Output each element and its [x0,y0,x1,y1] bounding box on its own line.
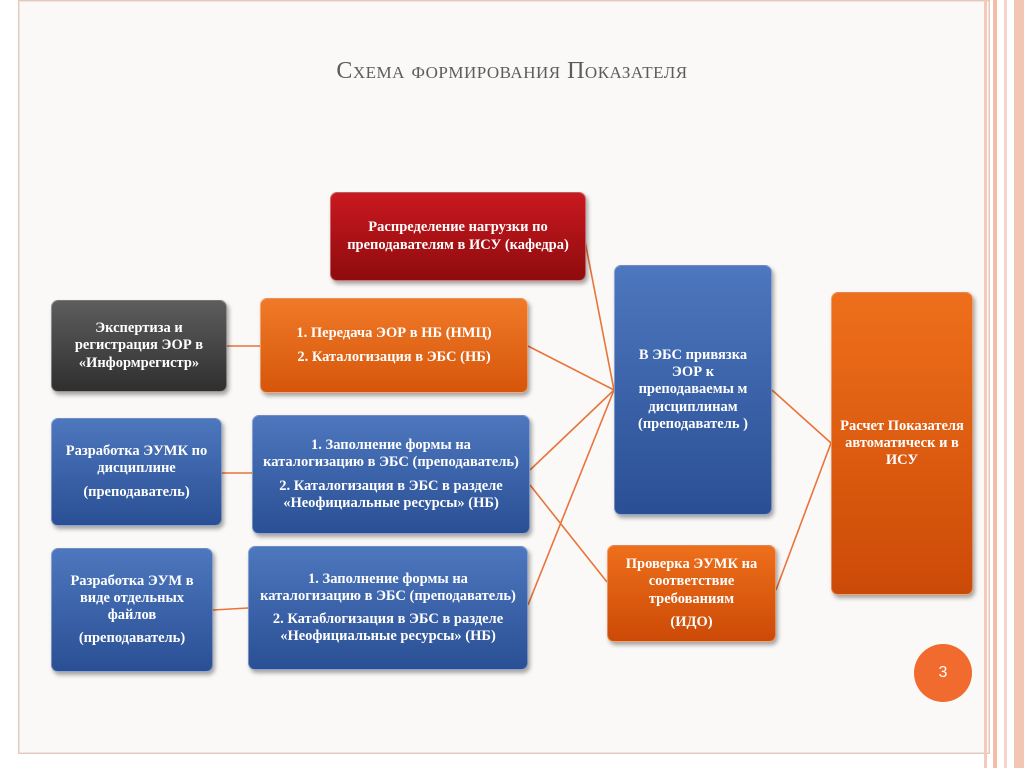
box-raspredelenie-text: Распределение нагрузки по преподавателям… [347,219,569,253]
page-number-badge: 3 [914,644,972,702]
connectors [212,235,832,611]
box-raschet-text: Расчет Показателя автоматическ и в ИСУ [840,417,964,469]
connector-proverka-raschet [775,442,832,591]
box-proverka-line-1: Проверка ЭУМК на соответствие требования… [625,556,758,607]
box-zapolnenie-2-line-1: 1. Заполнение формы на каталогизацию в Э… [260,570,516,604]
box-razrabotka-eum-line-2: (преподаватель) [78,630,186,647]
box-razrabotka-eum-line-1: Разработка ЭУМ в виде отдельных файлов [70,572,194,623]
box-proverka: Проверка ЭУМК на соответствие требования… [607,545,776,642]
box-zapolnenie-1: 1. Заполнение формы на каталогизацию в Э… [252,415,530,534]
box-razrabotka-eumk-line-2: (преподаватель) [83,483,190,500]
box-raschet: Расчет Показателя автоматическ и в ИСУ [831,292,973,595]
box-v-ebs-text: В ЭБС привязка ЭОР к преподаваемы м дисц… [638,347,748,432]
box-peredacha-line-1: 1. Передача ЭОР в НБ (НМЦ) [296,325,492,342]
box-razrabotka-eumk-line-1: Разработка ЭУМК по дисциплине [65,443,208,477]
box-v-ebs: В ЭБС привязка ЭОР к преподаваемы м дисц… [614,265,772,515]
box-zapolnenie-1-line-1: 1. Заполнение формы на каталогизацию в Э… [263,437,519,471]
connector-raspredelenie-vebs [583,235,615,391]
connector-eum-zapolnenie2 [212,607,249,611]
box-peredacha: 1. Передача ЭОР в НБ (НМЦ) 2. Каталогиза… [260,298,528,393]
box-zapolnenie-1-line-2: 2. Каталогизация в ЭБС в разделе «Неофиц… [279,477,503,511]
connector-zapolnenie2-vebs [527,389,615,606]
box-razrabotka-eum: Разработка ЭУМ в виде отдельных файлов (… [51,548,213,672]
connector-zapolnenie1-vebs [529,389,615,471]
connector-zapolnenie1-proverka [529,484,608,583]
decorative-stripes [984,0,1024,768]
box-raspredelenie: Распределение нагрузки по преподавателям… [330,192,586,281]
box-ekspertiza: Экспертиза и регистрация ЭОР в «Информре… [51,300,227,392]
box-ekspertiza-text: Экспертиза и регистрация ЭОР в «Информре… [74,320,204,371]
slide-title: Схема формирования Показателя [336,58,688,84]
box-zapolnenie-2-line-2: 2. Катаблогизация в ЭБС в разделе «Неофи… [272,611,504,645]
box-peredacha-line-2: 2. Каталогизация в ЭБС (НБ) [297,348,491,365]
connector-vebs-raschet [771,389,832,444]
box-zapolnenie-2: 1. Заполнение формы на каталогизацию в Э… [248,546,528,670]
box-proverka-line-2: (ИДО) [670,613,713,630]
connector-peredacha-vebs [527,345,615,391]
box-razrabotka-eumk: Разработка ЭУМК по дисциплине (преподава… [51,418,222,526]
